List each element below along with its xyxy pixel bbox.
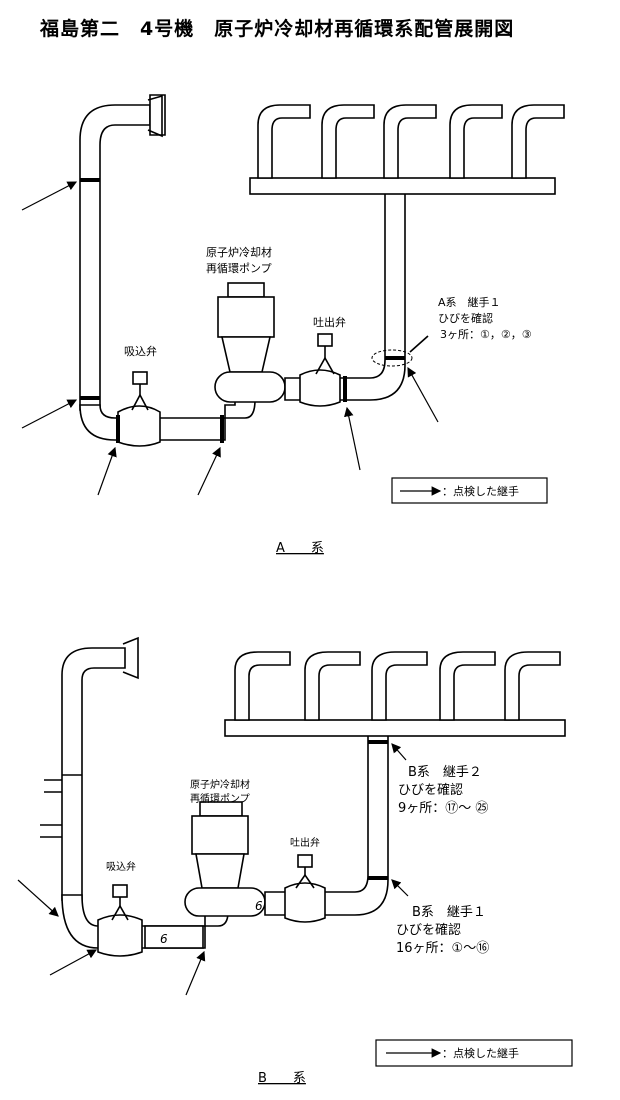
system-b-diagram: 6 吸込弁 6 原子炉冷却材 再循環ポンプ 吐出弁	[17, 636, 573, 1086]
discharge-valve-label: 吐出弁	[290, 836, 320, 849]
suction-valve	[131, 371, 149, 411]
legend-box: ：点検した継手	[391, 477, 548, 504]
suction-riser-pipe	[79, 94, 166, 411]
pump-label-line1: 原子炉冷却材	[206, 245, 272, 259]
suction-riser-pipe	[40, 636, 139, 901]
system-b-caption: B 系	[258, 1071, 306, 1086]
joint2-note-line2: ひびを確認	[398, 782, 463, 798]
discharge-valve	[315, 333, 335, 375]
suction-valve-label: 吸込弁	[124, 344, 157, 358]
legend-text: ：点検した継手	[442, 1046, 519, 1060]
weld-joints	[80, 178, 405, 443]
cracked-joint-highlight	[371, 349, 413, 367]
discharge-pipe	[284, 189, 406, 407]
joint-note-line1: A系 継手１	[438, 295, 501, 309]
valve-symbol: 6	[255, 899, 263, 913]
inspection-arrows	[21, 181, 439, 496]
system-a-diagram: 吸込弁 原子炉冷却材 再循環ポンプ 吐出弁	[21, 94, 565, 556]
pump-label-line2: 再循環ポンプ	[206, 262, 272, 275]
suction-valve-label: 吸込弁	[106, 860, 136, 873]
ring-header-pipe	[224, 651, 566, 737]
weld-joints	[368, 740, 388, 880]
system-a-caption: A 系	[276, 541, 324, 556]
joint2-note-line3: 9ヶ所：⑰～ ㉕	[398, 801, 488, 816]
recirculation-pump	[214, 282, 286, 403]
recirculation-pump: 6	[184, 801, 266, 917]
joint1-note-line1: B系 継手１	[412, 905, 486, 920]
pump-label-line1: 原子炉冷却材	[190, 778, 250, 791]
inspection-arrows	[17, 743, 409, 996]
joint2-note-line1: B系 継手２	[408, 765, 482, 780]
page-title: 福島第二 4号機 原子炉冷却材再循環系配管展開図	[40, 18, 515, 40]
suction-valve	[111, 884, 129, 921]
pump-label-line2: 再循環ポンプ	[190, 792, 250, 805]
discharge-valve	[295, 854, 315, 889]
valve-symbol: 6	[160, 932, 168, 946]
joint1-note-line2: ひびを確認	[396, 922, 461, 938]
ring-header-pipe	[249, 104, 565, 195]
discharge-valve-label: 吐出弁	[313, 315, 346, 329]
joint1-note-line3: 16ヶ所：①～⑯	[396, 941, 489, 956]
discharge-pipe	[264, 734, 389, 923]
legend-box: ：点検した継手	[375, 1039, 573, 1067]
joint-note-line3: 3ヶ所：①，②，③	[440, 328, 532, 341]
legend-text: ：点検した継手	[442, 484, 519, 498]
joint-note-line2: ひびを確認	[438, 311, 493, 325]
